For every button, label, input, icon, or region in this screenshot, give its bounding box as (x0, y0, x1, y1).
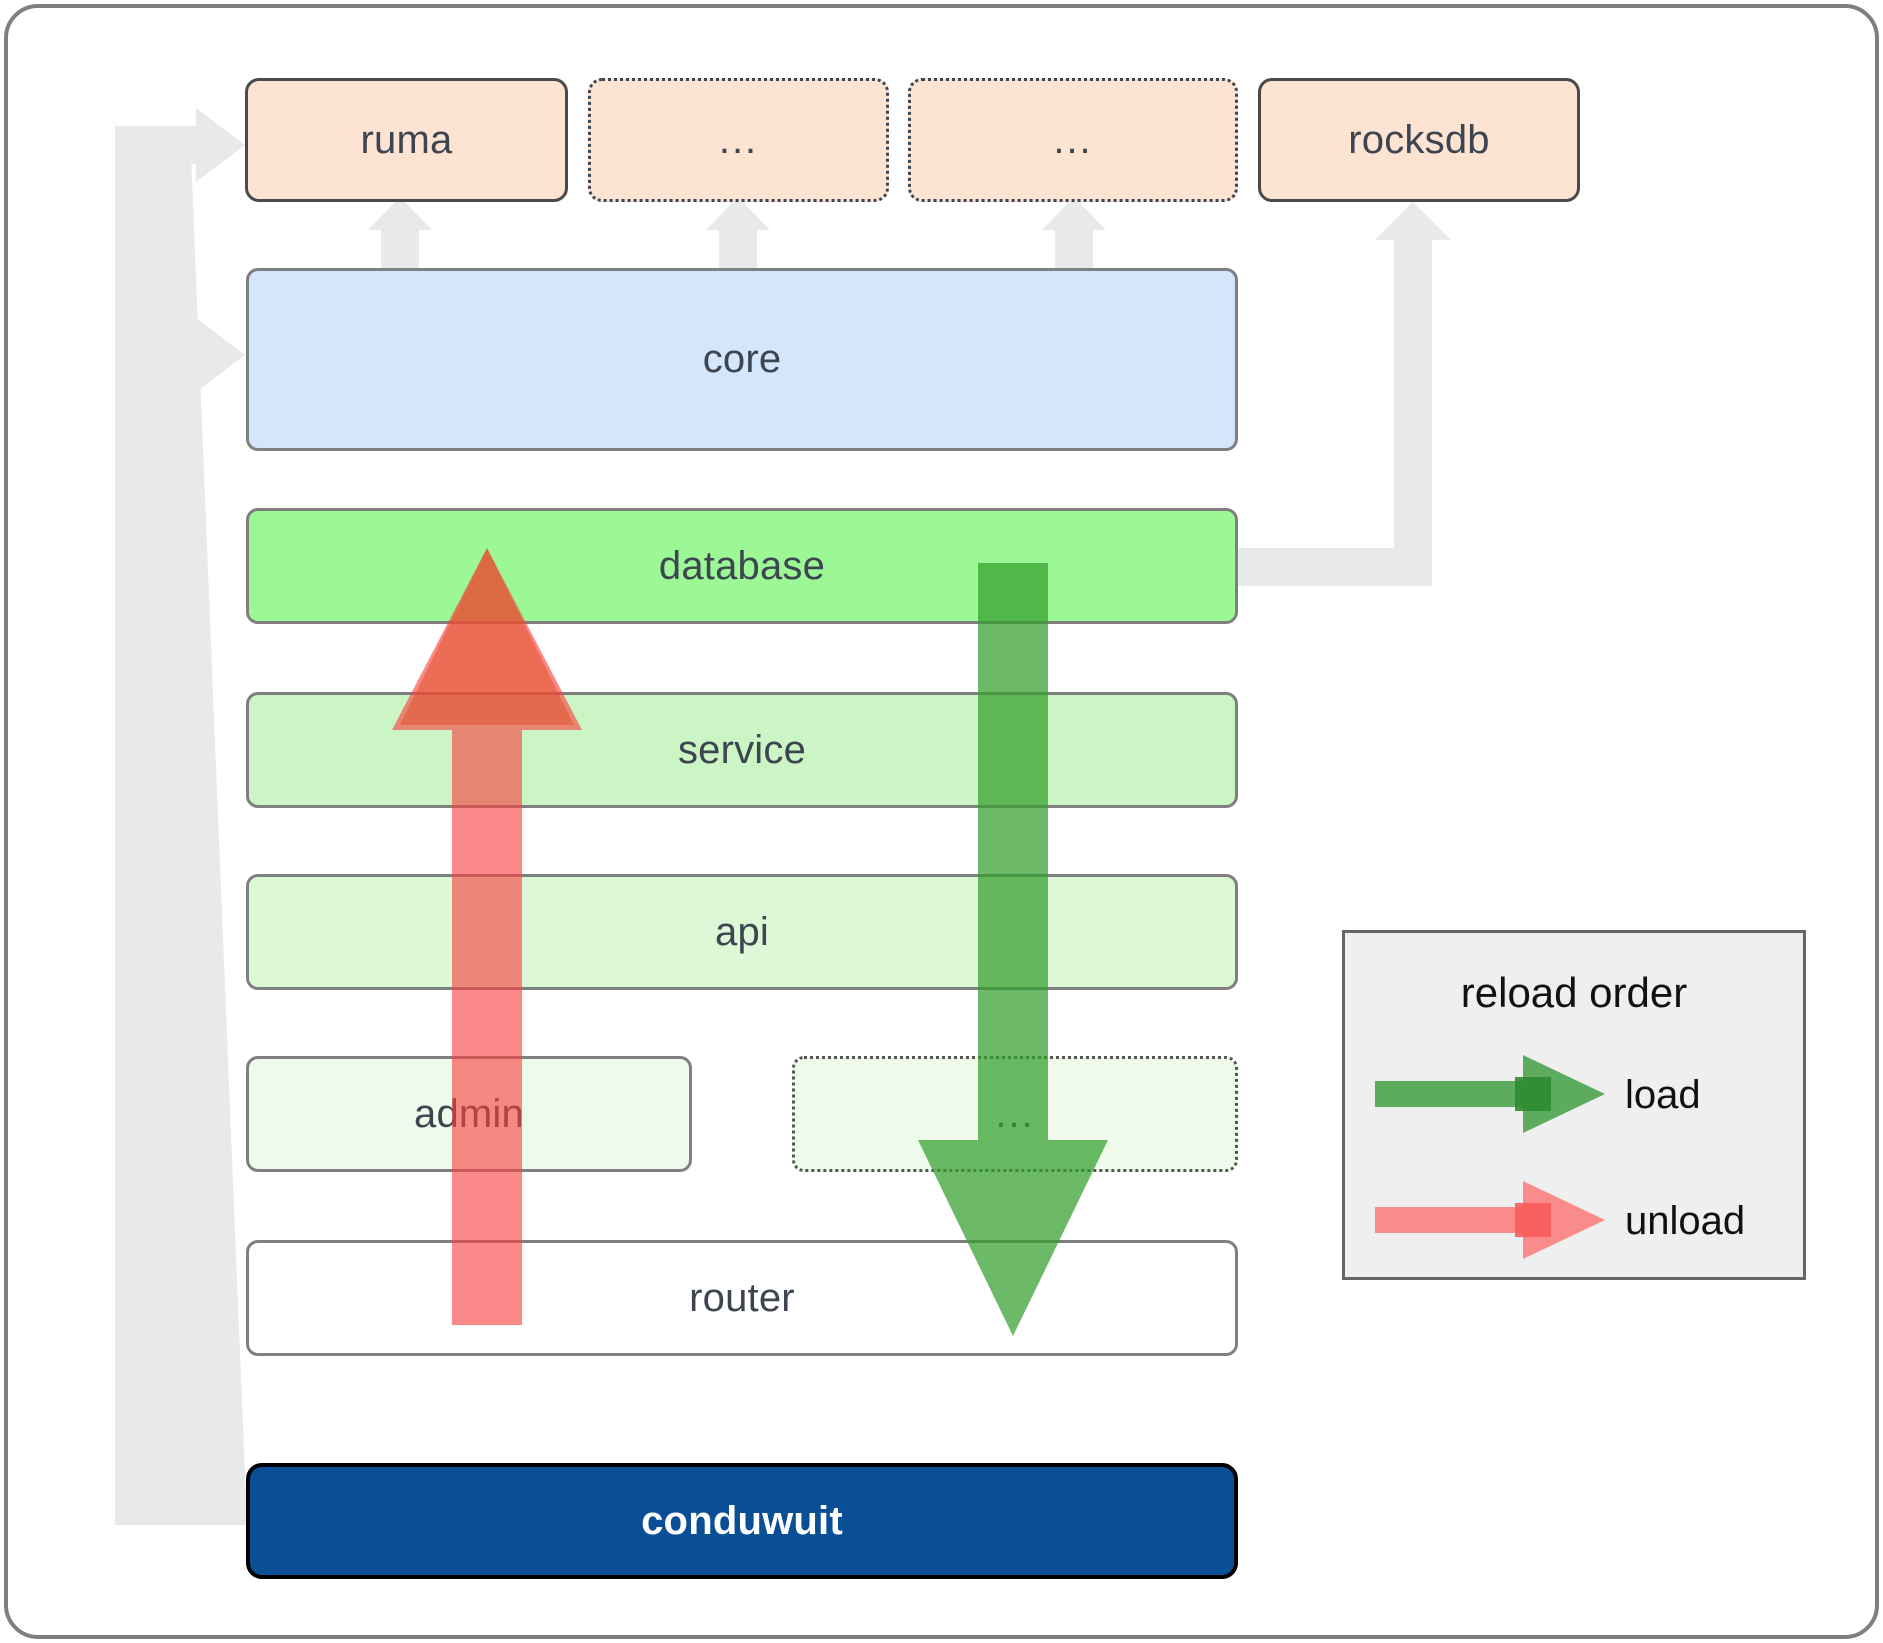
dependency-box-rocksdb[interactable]: rocksdb (1258, 78, 1580, 202)
legend-row-unload: unload (1345, 1181, 1803, 1291)
dependency-box-placeholder-1[interactable]: ... (588, 78, 889, 202)
legend-row-load: load (1345, 1055, 1803, 1165)
dependency-label-placeholder-1: ... (718, 117, 759, 162)
legend-title: reload order (1460, 969, 1688, 1016)
dependency-label-rocksdb: rocksdb (1348, 117, 1490, 162)
layer-box-placeholder[interactable]: ... (792, 1056, 1238, 1172)
root-box-conduwuit[interactable]: conduwuit (246, 1463, 1238, 1579)
dependency-box-ruma[interactable]: ruma (245, 78, 568, 202)
layer-box-core[interactable]: core (246, 268, 1238, 451)
dependency-box-placeholder-2[interactable]: ... (908, 78, 1238, 202)
layer-box-database[interactable]: database (246, 508, 1238, 624)
dependency-label-placeholder-2: ... (1053, 117, 1093, 162)
layer-label-router: router (689, 1275, 795, 1320)
layer-label-core: core (702, 337, 782, 381)
layer-label-api: api (715, 909, 769, 954)
legend-label-load: load (1625, 1073, 1701, 1117)
layer-box-api[interactable]: api (246, 874, 1238, 990)
layer-label-database: database (658, 543, 826, 588)
legend-load-arrow-icon (1375, 1055, 1605, 1133)
layer-label-placeholder: ... (995, 1091, 1035, 1136)
legend-unload-arrow-icon (1375, 1181, 1605, 1259)
diagram-frame (4, 4, 1879, 1639)
dependency-label-ruma: ruma (360, 117, 453, 162)
layer-label-service: service (677, 727, 807, 772)
layer-box-service[interactable]: service (246, 692, 1238, 808)
legend-label-unload: unload (1625, 1199, 1746, 1243)
root-label-conduwuit: conduwuit (641, 1498, 843, 1543)
layer-label-admin: admin (414, 1091, 524, 1136)
layer-box-router[interactable]: router (246, 1240, 1238, 1356)
legend-panel: reload order load unload (1342, 930, 1806, 1280)
layer-box-admin[interactable]: admin (246, 1056, 692, 1172)
